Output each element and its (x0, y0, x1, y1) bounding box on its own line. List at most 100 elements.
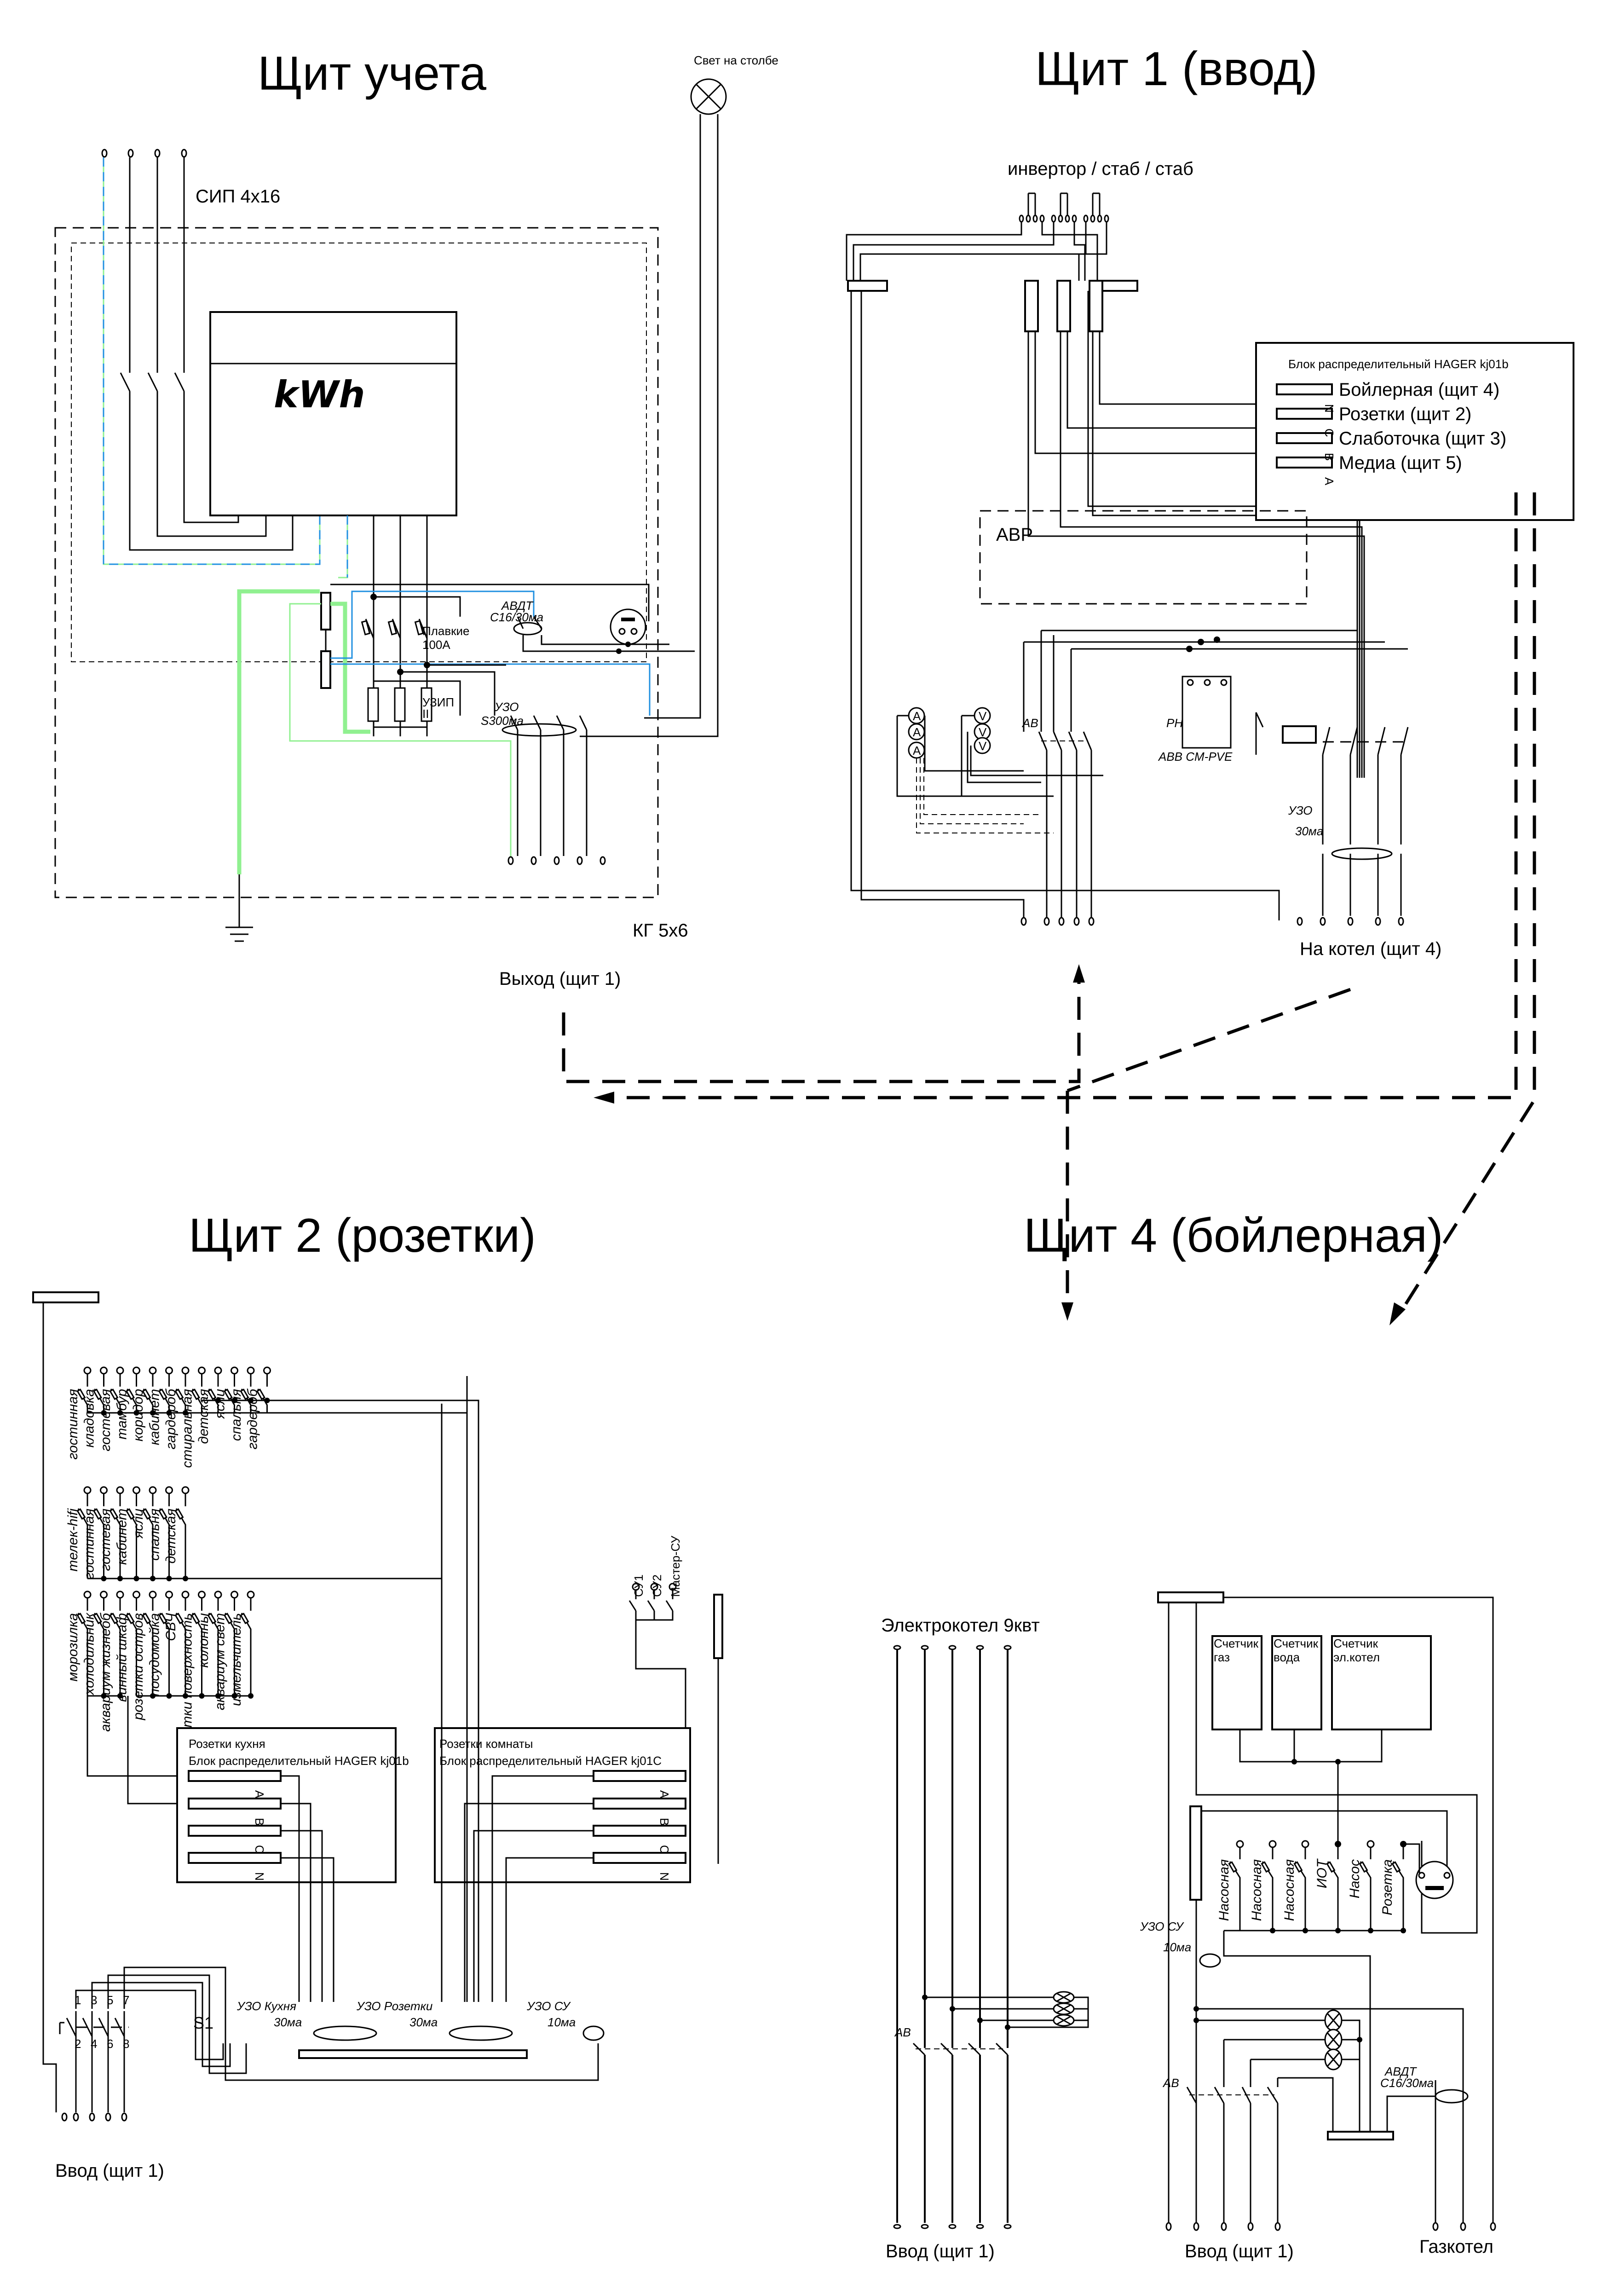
row1-label: кладовка (82, 1389, 97, 1448)
row1-breaker: ясли (213, 1366, 238, 1419)
pe-bus (320, 592, 331, 630)
row3-label: винный шкаф (115, 1613, 130, 1702)
relay-model-label: ABB CM-PVE (1158, 750, 1233, 763)
el-boiler-top-terminals (893, 1645, 1012, 1650)
shield1-panel: инвертор / стаб / стаб Блок распределите… (846, 159, 1574, 959)
shield2-input-label: Ввод (щит 1) (55, 2161, 164, 2181)
row1-breaker: гостевая (98, 1366, 124, 1452)
row2-breaker: телек-hifi (65, 1486, 92, 1579)
pe-bus-shield2 (32, 1291, 99, 1303)
rooms-block-title-1: Розетки комнаты (439, 1737, 533, 1751)
kwh-meter (209, 311, 457, 516)
rcd-label-1-shield1: УЗО (1288, 804, 1313, 817)
rcd-label-2-shield1: 30ма (1295, 824, 1323, 838)
rcd-30-toroid-shield1 (1331, 847, 1393, 860)
input-terminals (101, 149, 187, 158)
pole-light-label: Свет на столбе (694, 53, 778, 67)
row2-breaker: ясли (131, 1486, 157, 1579)
voltage-relay-rn (1182, 676, 1232, 749)
kitchen-block-title-2: Блок распределительный HAGER kj01b (189, 1754, 409, 1768)
rcd-label-1: УЗО (494, 700, 519, 714)
row1-breaker: кладовка (82, 1366, 108, 1448)
s1-label: S1 (193, 2013, 213, 2032)
shield4-breaker-label: Насосная (1282, 1859, 1297, 1921)
bus-letter-n: N (1322, 404, 1336, 413)
meter-water-l2: вода (1274, 1650, 1300, 1664)
row1-breaker: гардероб (245, 1366, 271, 1449)
pe-bus-shield4-bottom (1327, 2131, 1394, 2140)
meter-gas-l2: газ (1214, 1650, 1230, 1664)
rooms-block-title-2: Блок распределительный HAGER kj01C (439, 1754, 662, 1768)
title-shield2: Щит 2 (розетки) (189, 1209, 536, 1262)
kitchen-bus-b: B (253, 1818, 266, 1826)
meter-a3: A (913, 744, 921, 758)
avdt-label-2: С16/30ма (490, 610, 543, 624)
meter-a2: A (913, 725, 921, 739)
meter-gas (1211, 1635, 1262, 1730)
hager-row-media: Медиа (щит 5) (1339, 453, 1462, 473)
shield4-breaker: Насосная (1249, 1840, 1277, 1931)
shield4-rcd-label-2: 10ма (1163, 1940, 1191, 1954)
row3-label: аквариум жизнеоб (98, 1613, 113, 1732)
hager-block-shield1 (1255, 342, 1574, 521)
shield4-avdt-label-1: АВДТ (1384, 2065, 1417, 2078)
spd-uzip-icon (367, 662, 506, 733)
row3-label: посудомойка (147, 1613, 162, 1696)
cable-out-label: КГ 5x6 (633, 920, 688, 941)
shield4-socket-icon (1405, 1843, 1454, 1899)
shield4-input-label: Ввод (щит 1) (1185, 2241, 1294, 2261)
source-terminals (1019, 214, 1109, 223)
row3-label: розетки остров (131, 1613, 146, 1721)
rooms-bus-b: B (657, 1818, 671, 1826)
row2-breaker: гостинная (82, 1486, 108, 1579)
shield4-breaker-label: Насосная (1249, 1859, 1264, 1921)
shield1-out-terminals-right (1297, 917, 1404, 926)
row2-breaker: спальня (147, 1486, 173, 1579)
s1-pin-4: 4 (91, 2037, 97, 2051)
arrowhead-down-left (1389, 1302, 1406, 1325)
s1-pin-1: 1 (75, 1993, 81, 2007)
title-meter-panel: Щит учета (258, 47, 486, 100)
ats-label: АВР (996, 525, 1033, 545)
arrow-meter-to-shield1 (562, 980, 1081, 1083)
rcd-300-toroid (501, 723, 577, 737)
shield4-breaker-label: АВ (1162, 2076, 1179, 2090)
rooms-bus-n: N (657, 1872, 671, 1881)
row1-breaker: стиральная (180, 1366, 206, 1468)
arrow-shield1-to-elboiler (1066, 988, 1351, 1302)
hager-row-sockets: Розетки (щит 2) (1339, 404, 1471, 424)
contactor-coil (1282, 725, 1317, 744)
row1-breaker: спальня (229, 1366, 255, 1441)
connector-arrows (562, 492, 1536, 1325)
ats-contactor-2 (1056, 280, 1071, 332)
meter-water-l1: Счетчик (1274, 1637, 1319, 1650)
row2-breaker: гостевая (98, 1486, 124, 1579)
row1-label: кабинет (147, 1389, 162, 1445)
avdt-label-1: АВДТ (501, 599, 534, 613)
rooms-bus-rows (593, 1770, 686, 1864)
shield4-panel: Счетчик газ Счетчик вода Счетчик эл.коте… (1140, 1591, 1496, 2261)
row1-label: гардероб (163, 1388, 179, 1449)
row3-breaker: измельчитель (229, 1590, 255, 1706)
row1-label: гостевая (98, 1389, 113, 1452)
row1-label: ясли (213, 1389, 228, 1419)
row1-breakers: гостиннаякладовкагостеваятамбуркоридорка… (65, 1366, 479, 1579)
meter-el-l1: Счетчик (1333, 1637, 1378, 1650)
n-bus (320, 650, 331, 689)
rcd-kitchen-rating: 30ма (274, 2015, 302, 2029)
el-boiler-panel: Электрокотел 9квт АВ Ввод (щит 1) (881, 1615, 1089, 2261)
el-boiler-input-label: Ввод (щит 1) (886, 2241, 995, 2261)
bus-letter-c: C (1322, 428, 1336, 437)
row3-breaker: СВЧ (163, 1590, 190, 1696)
row2-label: ясли (131, 1509, 146, 1539)
rcd-sockets-toroid (449, 2025, 513, 2041)
avdt-toroid (513, 622, 542, 636)
sources-label: инвертор / стаб / стаб (1008, 159, 1193, 179)
row2-label: спальня (147, 1509, 162, 1561)
shield4-breaker: Насос (1347, 1840, 1375, 1931)
shield2-panel: гостиннаякладовкагостеваятамбуркоридорка… (32, 1291, 723, 2181)
rcd-sockets-rating: 30ма (409, 2015, 438, 2029)
meter-v3: V (979, 739, 987, 753)
output-terminals (507, 856, 606, 865)
shield1-out-terminals-left (1020, 917, 1095, 926)
